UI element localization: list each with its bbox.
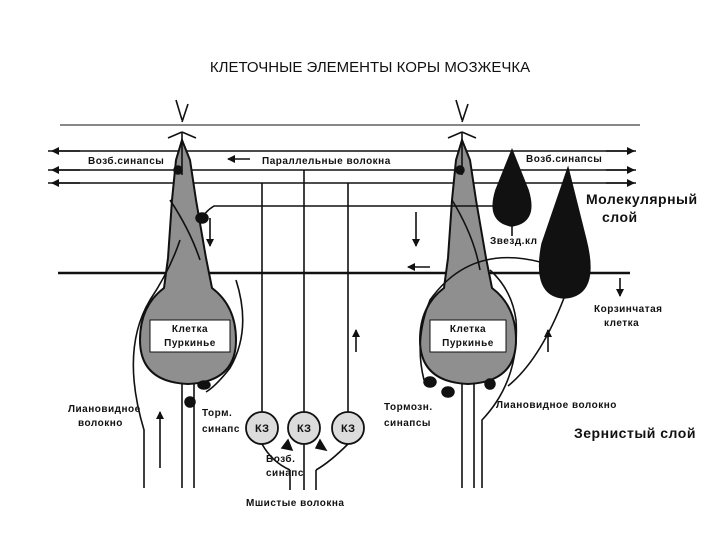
diagram-title: КЛЕТОЧНЫЕ ЭЛЕМЕНТЫ КОРЫ МОЗЖЕЧКА <box>210 59 530 76</box>
granule-cell-2-label: КЗ <box>297 423 311 435</box>
label-inhib-synapse-1: Торм. <box>202 408 232 419</box>
label-molecular-layer-1: Молекулярный <box>586 191 698 207</box>
basket-cell <box>538 165 591 299</box>
label-purkinje-left-1: Клетка <box>172 324 208 335</box>
label-exc-synapse-bottom-2: синапс <box>266 468 304 479</box>
purkinje-cell-right <box>418 99 518 488</box>
label-granular-layer: Зернистый слой <box>574 425 696 441</box>
label-purkinje-left-2: Пуркинье <box>164 338 216 349</box>
label-basket-cell-1: Корзинчатая <box>594 304 663 315</box>
granule-cells: КЗ КЗ КЗ <box>245 170 365 490</box>
labels-group: Возб.синапсы Параллельные волокна Возб.с… <box>68 153 698 509</box>
label-stellate-cell: Звезд.кл <box>490 236 537 247</box>
climbing-fibers <box>132 199 552 488</box>
label-climbing-fiber-left-1: Лиановидное <box>68 404 141 415</box>
label-inhib-synapses-2: синапсы <box>384 418 431 429</box>
label-inhib-synapse-2: синапс <box>202 424 240 435</box>
label-climbing-fiber-left-2: волокно <box>78 418 123 429</box>
label-purkinje-right-2: Пуркинье <box>442 338 494 349</box>
granule-cell-3-label: КЗ <box>341 423 355 435</box>
stellate-cell <box>492 147 532 236</box>
label-exc-synapses-right: Возб.синапсы <box>526 153 602 165</box>
label-purkinje-right-1: Клетка <box>450 324 486 335</box>
label-exc-synapse-bottom-1: Возб. <box>266 453 295 465</box>
synaptic-terminals <box>173 165 496 408</box>
parallel-fibers-group <box>48 124 640 275</box>
granule-cell-1-label: КЗ <box>255 423 269 435</box>
label-mossy-fibers: Мшистые волокна <box>246 498 344 509</box>
label-inhib-synapses-1: Тормозн. <box>384 402 433 413</box>
label-molecular-layer-2: слой <box>602 209 638 225</box>
label-climbing-fiber-right: Лиановидное волокно <box>496 400 617 411</box>
label-basket-cell-2: клетка <box>604 318 639 329</box>
label-exc-synapses-left: Возб.синапсы <box>88 155 164 167</box>
label-parallel-fibers: Параллельные волокна <box>262 156 391 167</box>
